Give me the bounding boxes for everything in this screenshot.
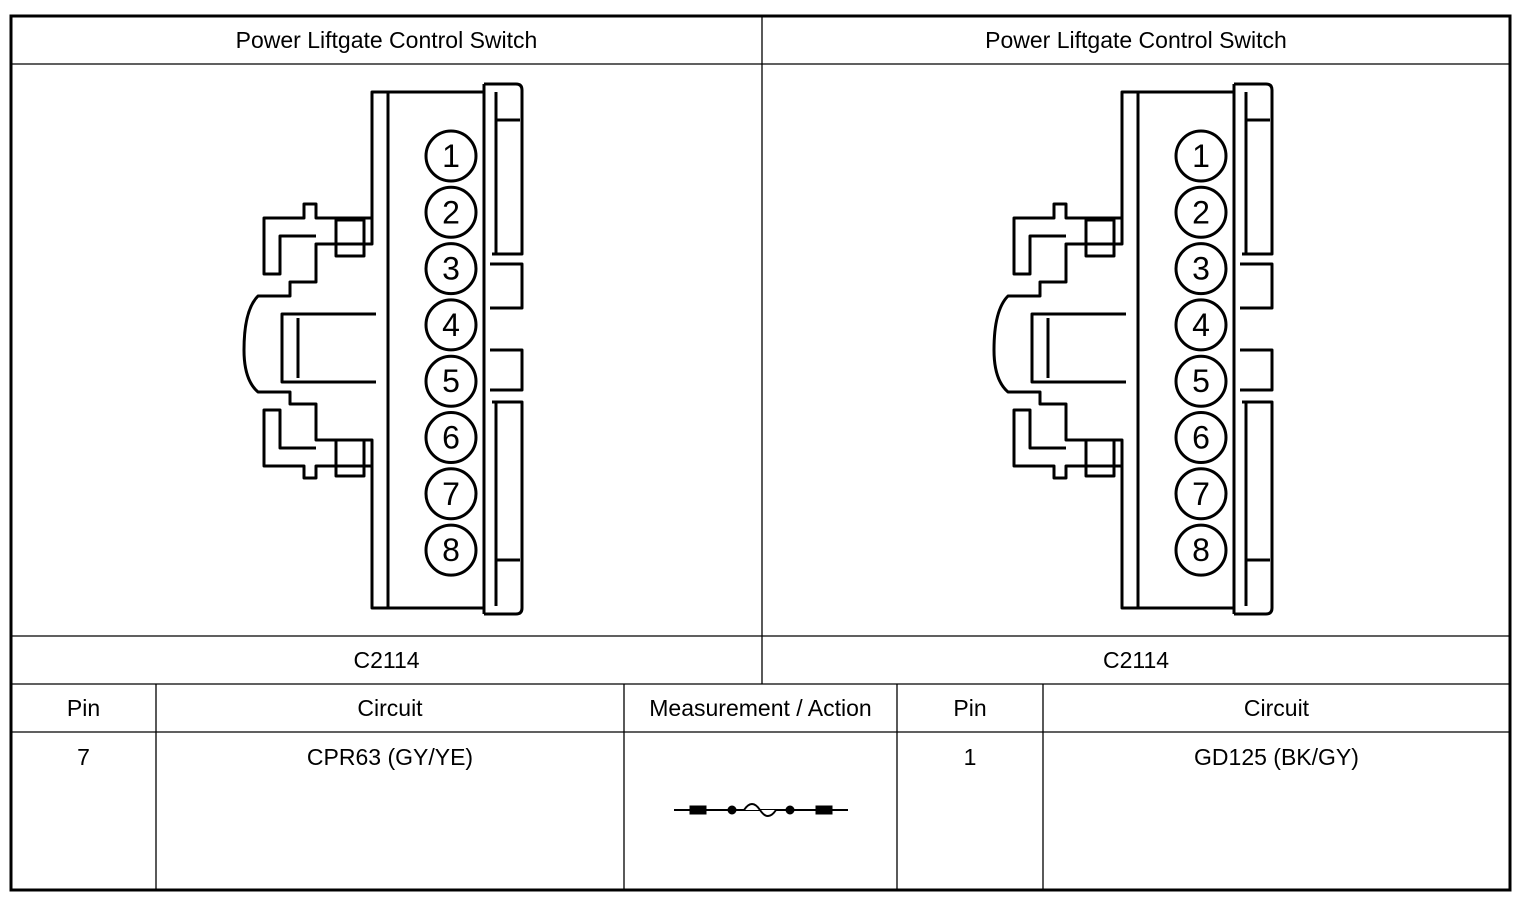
- pin-6-label: 6: [442, 420, 460, 456]
- pin-4-circle: [424, 298, 478, 352]
- pin-2-label: 2: [442, 194, 460, 230]
- pin-7-circle: [1174, 467, 1228, 521]
- header-pin-b: Pin: [953, 694, 987, 721]
- connector-drawing-right: 1 2 3 4 5 6 7 8: [992, 82, 1274, 616]
- pin-5-label: 5: [1192, 363, 1210, 399]
- pin-2-circle: [424, 185, 478, 239]
- header-circuit-a: Circuit: [357, 694, 423, 721]
- pin-3-label: 3: [1192, 251, 1210, 287]
- pin-1-circle: [1174, 129, 1228, 183]
- pin-4-circle: [1174, 298, 1228, 352]
- row-circuit-a: CPR63 (GY/YE): [306, 744, 474, 770]
- pin-8-circle: [424, 523, 478, 577]
- pin-3-circle: [424, 242, 478, 296]
- pin-6-circle: [424, 411, 478, 464]
- pin-5-circle: [424, 354, 478, 408]
- pin-4-label: 4: [1192, 307, 1210, 343]
- pin-6-label: 6: [1192, 420, 1210, 456]
- pin-3-label: 3: [442, 251, 460, 287]
- outer-border: [9, 14, 1512, 892]
- row-pin-a: 7: [77, 744, 90, 770]
- pin-1-circle: [424, 129, 478, 183]
- connector-title-right: Power Liftgate Control Switch: [985, 26, 1287, 53]
- pin-2-circle: [1174, 185, 1228, 239]
- pin-6-circle: [1174, 411, 1228, 464]
- connector-id-right: C2114: [1102, 646, 1170, 673]
- pin-7-label: 7: [1192, 476, 1210, 512]
- pin-8-label: 8: [442, 532, 460, 568]
- connector-drawing-left: 1 2 3 4 5 6 7 8: [242, 82, 524, 616]
- connector-id-left: C2114: [353, 646, 420, 673]
- pin-7-label: 7: [442, 476, 460, 512]
- pin-5-label: 5: [442, 363, 460, 399]
- grid-lines: [11, 16, 1510, 890]
- pin-5-circle: [1174, 354, 1228, 408]
- row-circuit-b: GD125 (BK/GY): [1194, 744, 1359, 770]
- fuse-jumper-icon: [674, 803, 848, 817]
- header-circuit-b: Circuit: [1243, 694, 1310, 721]
- pin-1-label: 1: [442, 138, 460, 174]
- pin-4-label: 4: [442, 307, 460, 343]
- pin-8-label: 8: [1192, 532, 1210, 568]
- pin-3-circle: [1174, 242, 1228, 296]
- header-pin-a: Pin: [66, 694, 101, 721]
- pin-1-label: 1: [1192, 138, 1210, 174]
- row-pin-b: 1: [963, 744, 977, 770]
- connector-title-left: Power Liftgate Control Switch: [235, 26, 538, 53]
- pin-7-circle: [424, 467, 478, 521]
- header-measurement: Measurement / Action: [649, 694, 872, 721]
- pin-2-label: 2: [1192, 194, 1210, 230]
- pin-8-circle: [1174, 523, 1228, 577]
